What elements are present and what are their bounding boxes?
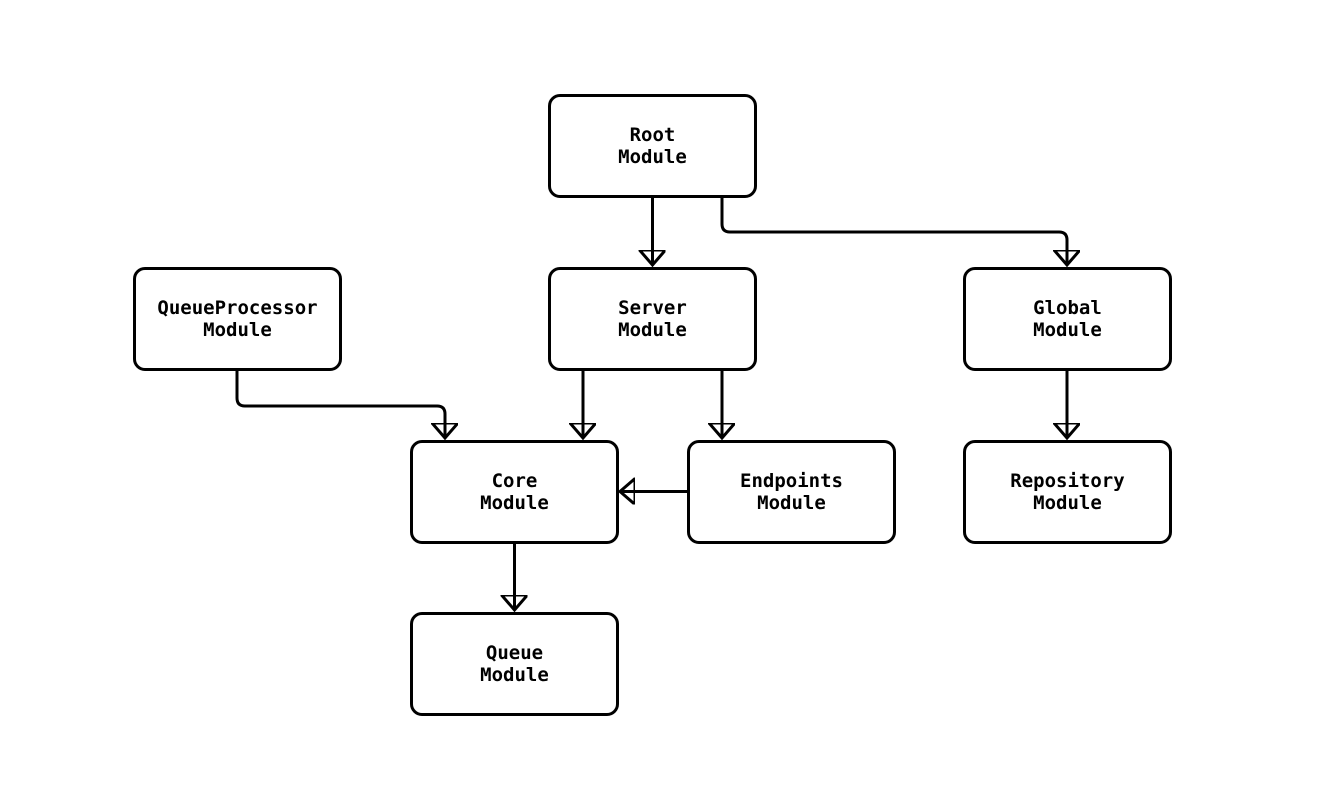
node-queue-module-label: Queue Module bbox=[480, 642, 549, 686]
node-queueprocessor-module-label: QueueProcessor Module bbox=[157, 297, 318, 341]
node-queue-module: Queue Module bbox=[410, 612, 619, 716]
node-core-module: Core Module bbox=[410, 440, 619, 544]
node-core-module-label: Core Module bbox=[480, 470, 549, 514]
node-endpoints-module-label: Endpoints Module bbox=[740, 470, 843, 514]
edge-root-global bbox=[720, 197, 1067, 265]
node-server-module-label: Server Module bbox=[618, 297, 687, 341]
node-server-module: Server Module bbox=[548, 267, 757, 371]
node-repository-module: Repository Module bbox=[963, 440, 1172, 544]
node-queueprocessor-module: QueueProcessor Module bbox=[133, 267, 342, 371]
edge-queueprocessor-core bbox=[235, 371, 445, 438]
node-global-module: Global Module bbox=[963, 267, 1172, 371]
node-root-module-label: Root Module bbox=[618, 124, 687, 168]
node-endpoints-module: Endpoints Module bbox=[687, 440, 896, 544]
node-global-module-label: Global Module bbox=[1033, 297, 1102, 341]
node-root-module: Root Module bbox=[548, 94, 757, 198]
node-repository-module-label: Repository Module bbox=[1010, 470, 1125, 514]
